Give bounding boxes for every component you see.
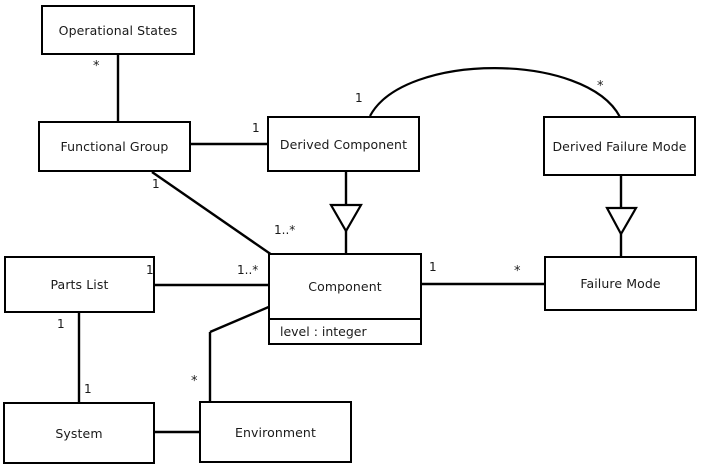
class-name-operational-states: Operational States	[58, 22, 178, 38]
multiplicity-derived-component-derived-failure-mode: 1	[355, 91, 363, 105]
edge-functional-group-component	[151, 171, 273, 256]
class-name-failure-mode: Failure Mode	[580, 276, 661, 291]
multiplicity-functional-group-component: 1	[152, 177, 160, 191]
multiplicity-derived-failure-mode-derived-component: *	[597, 79, 604, 94]
class-name-parts-list: Parts List	[50, 277, 109, 292]
multiplicity-parts-list-system: 1	[57, 317, 65, 331]
generalization-triangle-derived-failure-mode	[605, 206, 638, 237]
class-name-component: Component	[308, 279, 382, 294]
multiplicity-parts-list-component: 1	[146, 263, 154, 277]
multiplicity-component-functional-group: 1..*	[274, 223, 296, 237]
uml-class-parts-list[interactable]: Parts List	[4, 256, 155, 313]
uml-class-operational-states[interactable]: Operational States	[41, 5, 195, 55]
uml-class-environment[interactable]: Environment	[199, 401, 352, 463]
edge-environment-component-diagonal	[209, 304, 272, 334]
multiplicity-system-parts-list: 1	[84, 382, 92, 396]
class-name-environment: Environment	[235, 424, 316, 440]
uml-class-component[interactable]: Component level : integer	[268, 253, 422, 345]
edge-derived-component-derived-failure-mode	[369, 67, 621, 118]
multiplicity-failure-mode-component: *	[514, 264, 521, 279]
class-name-functional-group: Functional Group	[60, 139, 169, 154]
class-name-derived-component: Derived Component	[279, 136, 408, 152]
multiplicity-environment-component: *	[191, 374, 198, 389]
class-name-derived-failure-mode: Derived Failure Mode	[552, 138, 687, 154]
multiplicity-component-failure-mode: 1	[429, 260, 437, 274]
uml-class-failure-mode[interactable]: Failure Mode	[544, 256, 697, 311]
multiplicity-component-parts-list: 1..*	[237, 263, 259, 277]
generalization-triangle-derived-component	[329, 203, 363, 234]
uml-class-functional-group[interactable]: Functional Group	[38, 121, 191, 172]
uml-class-system[interactable]: System	[3, 402, 155, 464]
uml-class-derived-component[interactable]: Derived Component	[267, 116, 420, 172]
class-name-system: System	[55, 425, 103, 441]
multiplicity-operational-states-functional-group: *	[93, 59, 100, 74]
multiplicity-functional-group-derived-component: 1	[252, 121, 260, 135]
class-attribute-component-level: level : integer	[270, 318, 420, 343]
uml-class-derived-failure-mode[interactable]: Derived Failure Mode	[543, 116, 696, 176]
